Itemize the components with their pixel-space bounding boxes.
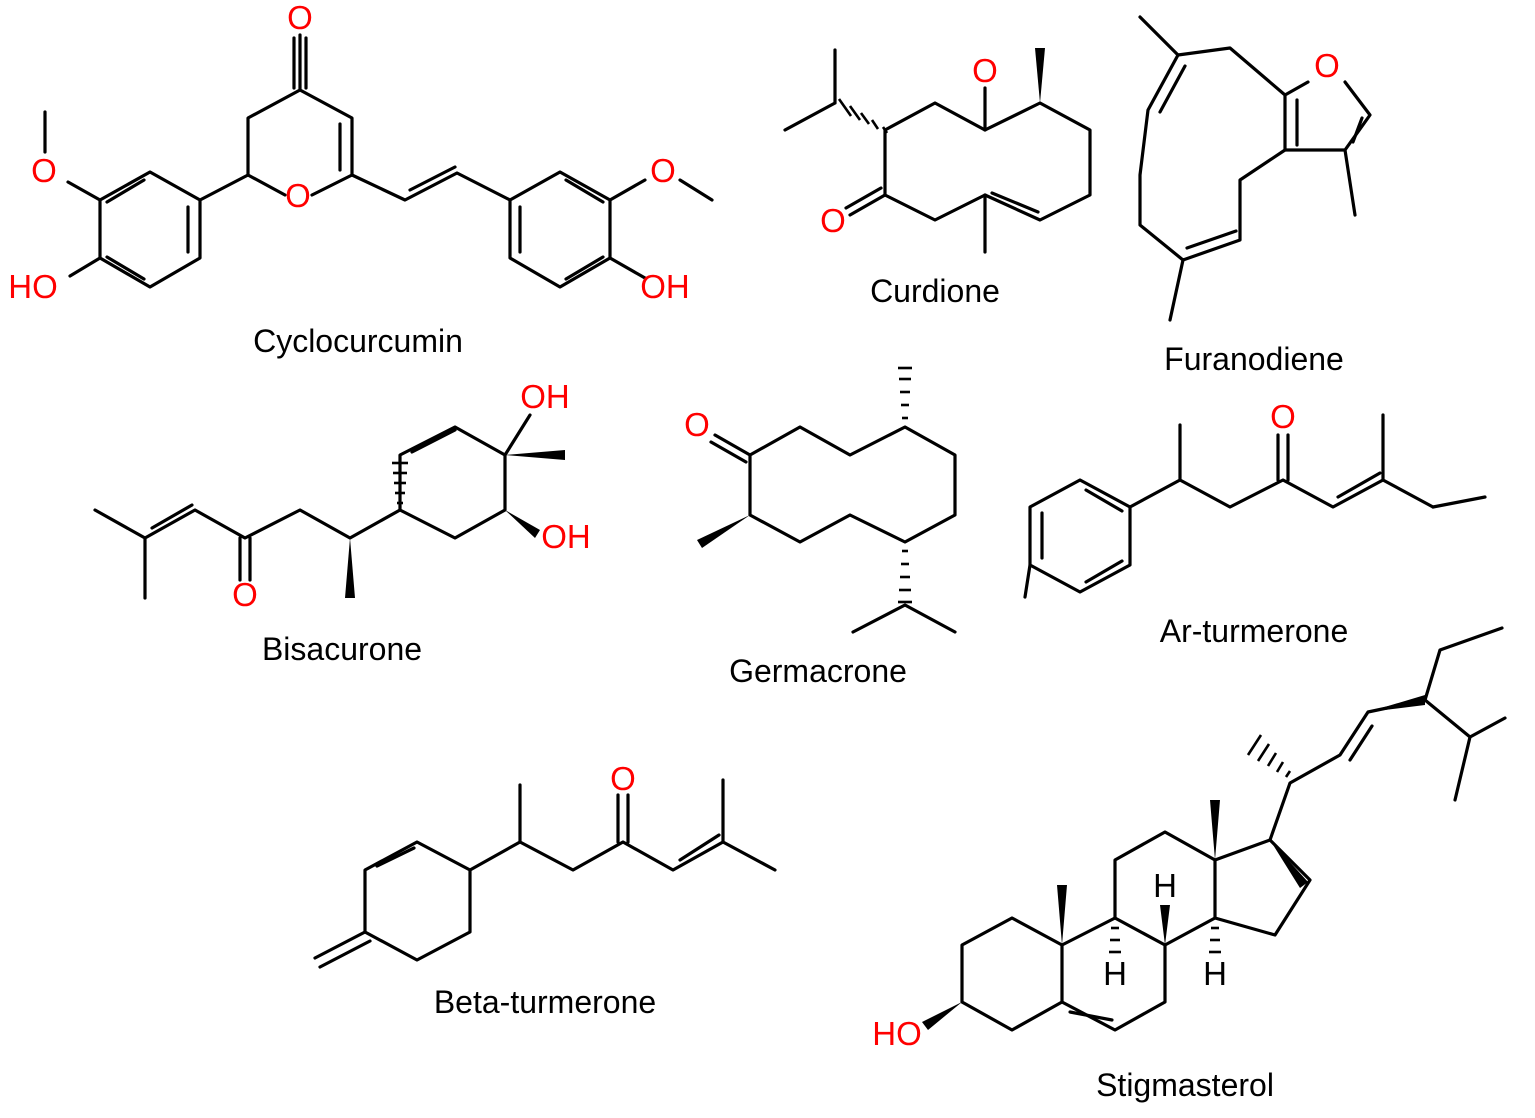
- curdione-label: Curdione: [870, 273, 1000, 309]
- hydrogen-label: H: [1203, 955, 1227, 992]
- germacrone-isopropyl-hashed-bond: [898, 549, 912, 604]
- furanodiene-structure: O Furanodiene: [1138, 15, 1372, 377]
- methoxy-oxygen-label: O: [31, 152, 57, 189]
- furanodiene-label: Furanodiene: [1164, 341, 1344, 377]
- cyclocurcumin-structure: O O O OH O HO Cyclocurcumin: [8, 0, 714, 359]
- carbonyl-oxygen-label: O: [820, 202, 846, 239]
- bisacurone-structure: O OH OH Bisacurone: [93, 378, 591, 667]
- ring-oxygen-label: O: [285, 177, 311, 214]
- curdione-structure: O O Curdione: [783, 48, 1092, 309]
- carbonyl-oxygen-label: O: [610, 760, 636, 797]
- carbonyl-oxygen-label: O: [287, 0, 313, 36]
- bisacurone-hashed-bond: [392, 461, 408, 505]
- carbonyl-oxygen-label: O: [684, 406, 710, 443]
- germacrone-hashed-bond: [898, 366, 912, 420]
- beta-turmerone-structure: O Beta-turmerone: [313, 760, 777, 1020]
- carbonyl-oxygen-label: O: [1270, 398, 1296, 435]
- hydroxyl-label: OH: [541, 518, 591, 555]
- curdione-hashed-bond: [837, 98, 889, 134]
- beta-turmerone-label: Beta-turmerone: [434, 984, 656, 1020]
- hydroxyl-label: OH: [520, 378, 570, 415]
- hydrogen-label: H: [1153, 867, 1177, 904]
- carbonyl-oxygen-label: O: [972, 52, 998, 89]
- stigmasterol-label: Stigmasterol: [1096, 1067, 1274, 1103]
- cyclocurcumin-label: Cyclocurcumin: [253, 323, 463, 359]
- germacrone-structure: O Germacrone: [684, 366, 957, 689]
- bisacurone-label: Bisacurone: [262, 631, 422, 667]
- methoxy-oxygen-label: O: [650, 152, 676, 189]
- stigmasterol-methyl-hashed-bond: [1246, 734, 1292, 778]
- hydroxyl-label: HO: [872, 1015, 922, 1052]
- stigmasterol-structure: H H H HO Stigmasterol: [872, 626, 1507, 1103]
- ar-turmerone-structure: O Ar-turmerone: [1023, 398, 1487, 649]
- hydroxyl-label: HO: [8, 268, 58, 305]
- germacrone-label: Germacrone: [729, 653, 907, 689]
- ar-turmerone-label: Ar-turmerone: [1160, 613, 1349, 649]
- hydroxyl-label: OH: [640, 268, 690, 305]
- carbonyl-oxygen-label: O: [232, 576, 258, 613]
- hydrogen-label: H: [1103, 955, 1127, 992]
- stigmasterol-h-hashed-bonds: [1109, 926, 1221, 954]
- furan-oxygen-label: O: [1314, 47, 1340, 84]
